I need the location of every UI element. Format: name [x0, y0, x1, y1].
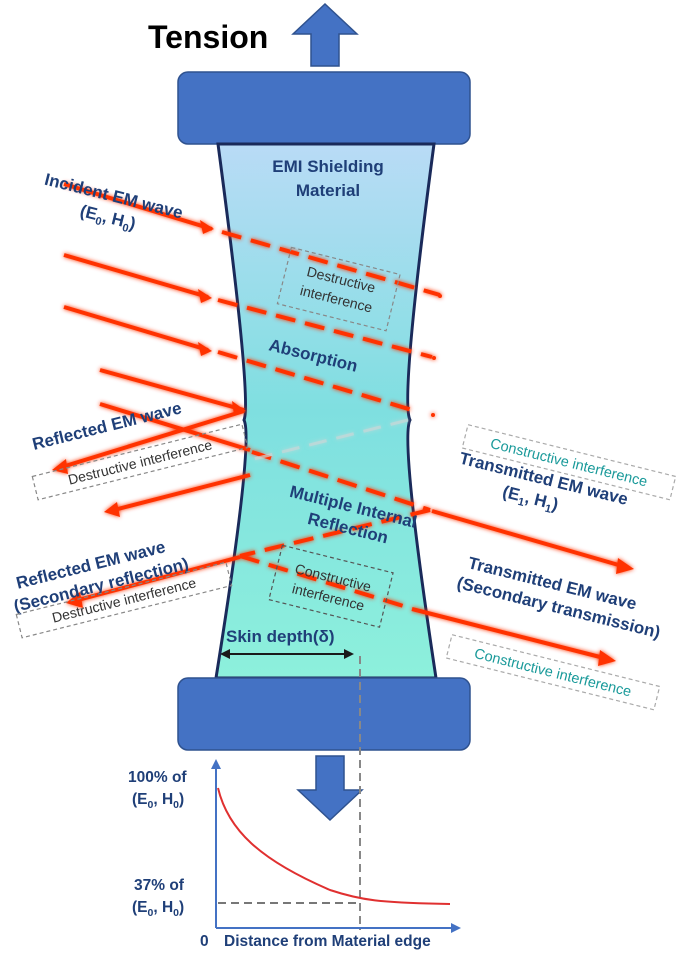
- reflected-ray-2: [113, 473, 251, 512]
- incident-ray-3: [63, 305, 209, 352]
- incident-label-line2: (E0, H0): [77, 201, 137, 236]
- diagram-title: Tension: [148, 19, 268, 55]
- transmitted-ray-2: [411, 607, 605, 660]
- graph-y-mid-line2: (E0, H0): [132, 899, 184, 919]
- graph-y-mid-line1: 37% of: [134, 877, 185, 894]
- decay-curve: [217, 787, 451, 905]
- transmitted-label-line2: (E1, H1): [500, 482, 560, 517]
- incident-ray-4: [99, 368, 245, 412]
- graph-y-top-line2: (E0, H0): [132, 791, 184, 811]
- incident-label: Incident EM wave (E0, H0): [43, 170, 185, 236]
- graph-y-top-line1: 100% of: [128, 769, 187, 786]
- graph-origin: 0: [200, 933, 209, 950]
- incident-ray-5-internal: [251, 450, 431, 512]
- reflected-ray-1: [61, 409, 245, 469]
- incident-ray-2-internal: [217, 298, 433, 359]
- tension-down-arrow: [296, 755, 364, 822]
- top-clamp: [177, 71, 471, 145]
- incident-ray-2: [63, 253, 209, 299]
- incident-ray-5: [99, 402, 251, 452]
- incident-ray-1-internal: [221, 230, 441, 297]
- tension-up-arrow: [291, 2, 359, 67]
- material-label-line1: EMI Shielding: [272, 157, 383, 176]
- graph-x-label: Distance from Material edge: [224, 933, 431, 950]
- incident-ray-3-internal: [217, 350, 413, 412]
- skin-depth-label: Skin depth(δ): [226, 627, 335, 646]
- internal-reflection-up: [239, 508, 431, 558]
- bottom-clamp: [177, 677, 471, 751]
- incident-ray-1: [63, 182, 213, 231]
- transmitted-ray-1: [431, 509, 623, 568]
- material-label-line2: Material: [296, 181, 360, 200]
- incident-waves: [52, 182, 634, 666]
